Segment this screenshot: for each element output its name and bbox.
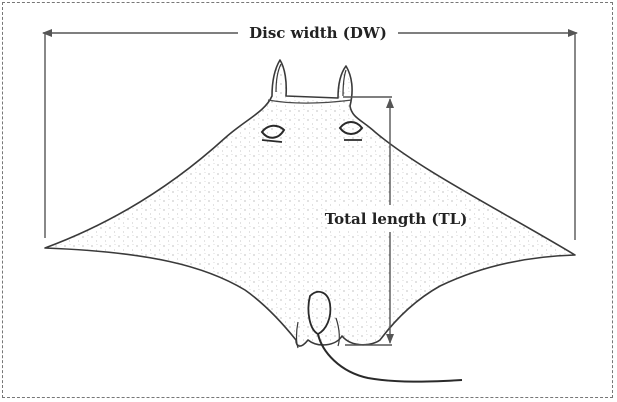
disc-width-label: Disc width (DW) [249, 24, 387, 42]
manta-ray-illustration [45, 60, 575, 382]
total-length-label: Total length (TL) [325, 210, 468, 228]
